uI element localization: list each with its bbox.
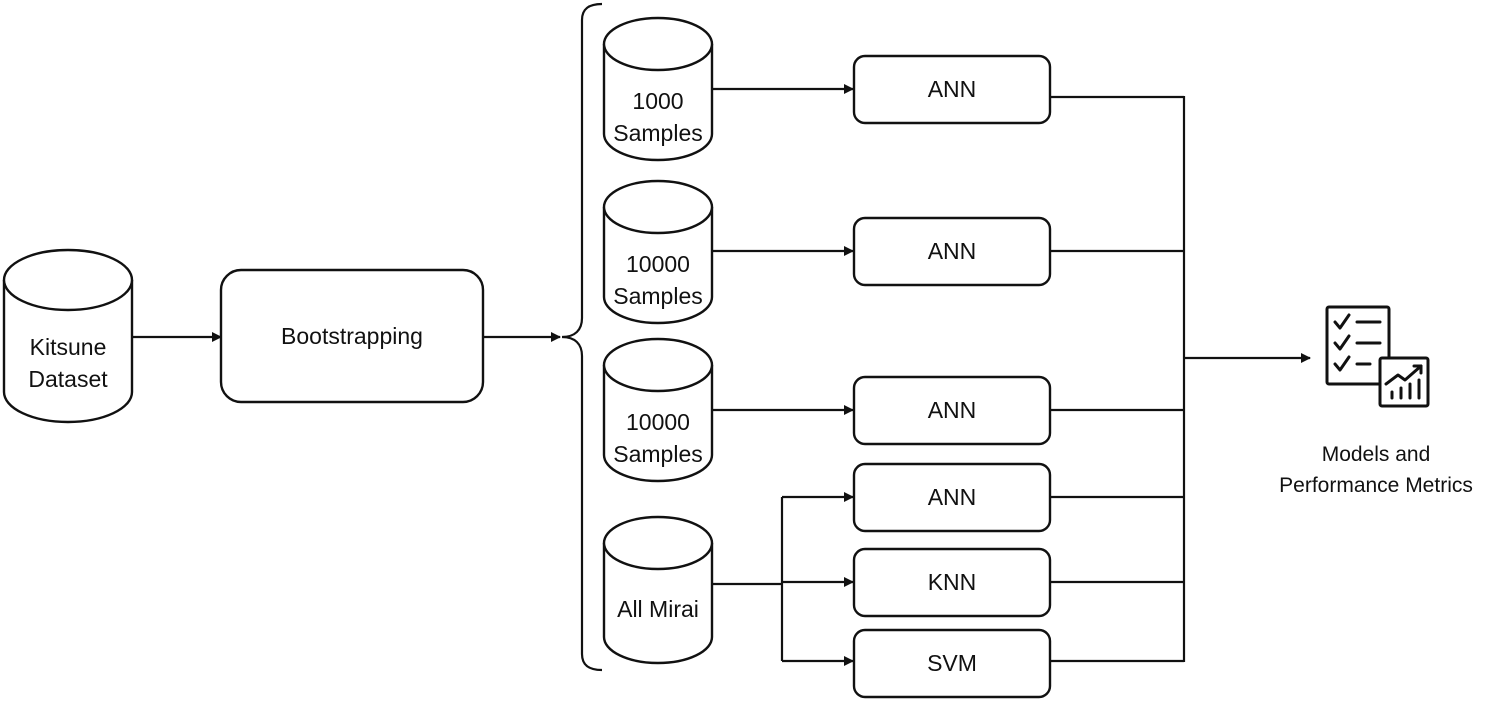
mirai-fanout-arrows — [712, 492, 854, 666]
model-box-ann-4: ANN — [852, 462, 1052, 533]
model-1-label: ANN — [928, 76, 977, 102]
dataset-4-label: All Mirai — [617, 596, 699, 622]
split-brace — [561, 2, 603, 672]
bootstrapping-node: Bootstrapping — [219, 268, 485, 404]
dataset-3-line1: 10000 — [626, 409, 690, 435]
kitsune-dataset-node: Kitsune Dataset — [2, 248, 134, 424]
dataset-1-line1: 1000 — [632, 88, 683, 114]
model-box-ann-2: ANN — [852, 216, 1052, 287]
dataset-10000-samples-a: 10000 Samples — [602, 179, 714, 325]
dataset-all-mirai: All Mirai — [602, 515, 714, 665]
model-box-ann-3: ANN — [852, 375, 1052, 446]
dataset-1000-samples: 1000 Samples — [602, 16, 714, 162]
model-box-ann-1: ANN — [852, 54, 1052, 125]
collector-lines — [1050, 95, 1186, 663]
output-label-line1: Models and — [1322, 443, 1431, 466]
model-2-label: ANN — [928, 238, 977, 264]
dataset-2-line1: 10000 — [626, 251, 690, 277]
dataset-2-line2: Samples — [613, 283, 702, 309]
bootstrapping-label: Bootstrapping — [281, 323, 423, 349]
model-6-label: SVM — [927, 650, 977, 676]
model-box-knn: KNN — [852, 547, 1052, 618]
checklist-chart-icon — [1325, 305, 1430, 408]
dataset-1-line2: Samples — [613, 120, 702, 146]
model-5-label: KNN — [928, 569, 977, 595]
output-label-line2: Performance Metrics — [1279, 474, 1473, 497]
kitsune-label-line2: Dataset — [28, 366, 108, 392]
model-4-label: ANN — [928, 484, 977, 510]
model-3-label: ANN — [928, 397, 977, 423]
dataset-10000-samples-b: 10000 Samples — [602, 337, 714, 483]
kitsune-label-line1: Kitsune — [30, 334, 107, 360]
model-box-svm: SVM — [852, 628, 1052, 699]
output-label: Models and Performance Metrics — [1279, 443, 1473, 497]
dataset-3-line2: Samples — [613, 441, 702, 467]
